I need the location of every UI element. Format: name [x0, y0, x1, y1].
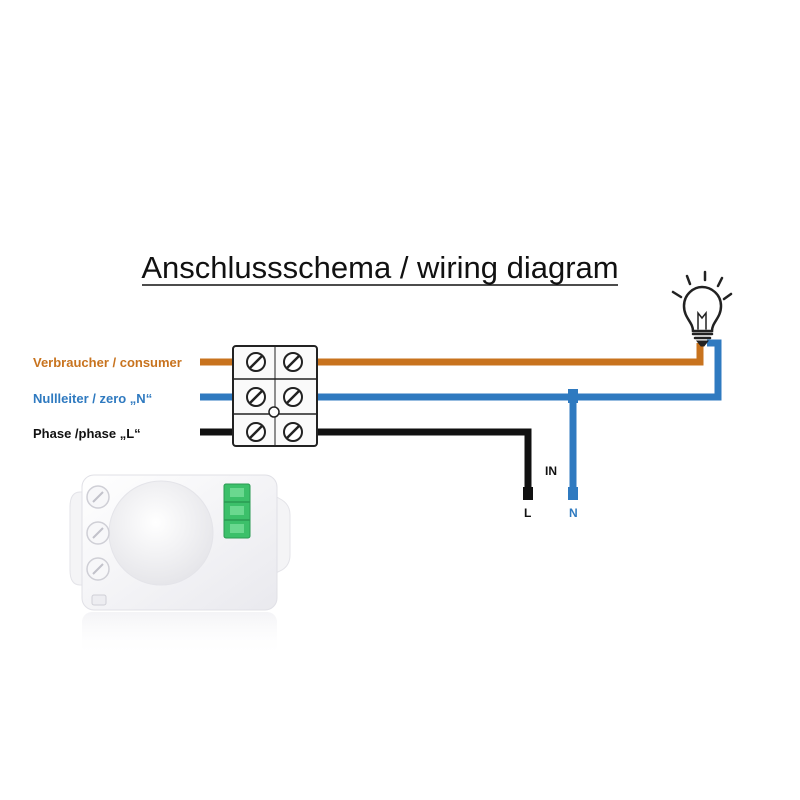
phase-input-terminal	[523, 487, 533, 500]
neutral-junction	[568, 389, 578, 403]
light-bulb-icon	[671, 270, 733, 347]
neutral-input-terminal	[568, 487, 578, 500]
input-group-label: IN	[545, 464, 557, 478]
terminal-block-icon	[232, 345, 318, 447]
motion-sensor-module	[69, 474, 291, 657]
diagram-title: Anschlussschema / wiring diagram	[141, 250, 618, 285]
neutral-terminal-label: N	[569, 506, 578, 520]
neutral-label: Nullleiter / zero „N“	[33, 391, 152, 406]
consumer-label: Verbraucher / consumer	[33, 355, 182, 370]
phase-terminal-label: L	[524, 506, 531, 520]
phase-label: Phase /phase „L“	[33, 426, 141, 441]
